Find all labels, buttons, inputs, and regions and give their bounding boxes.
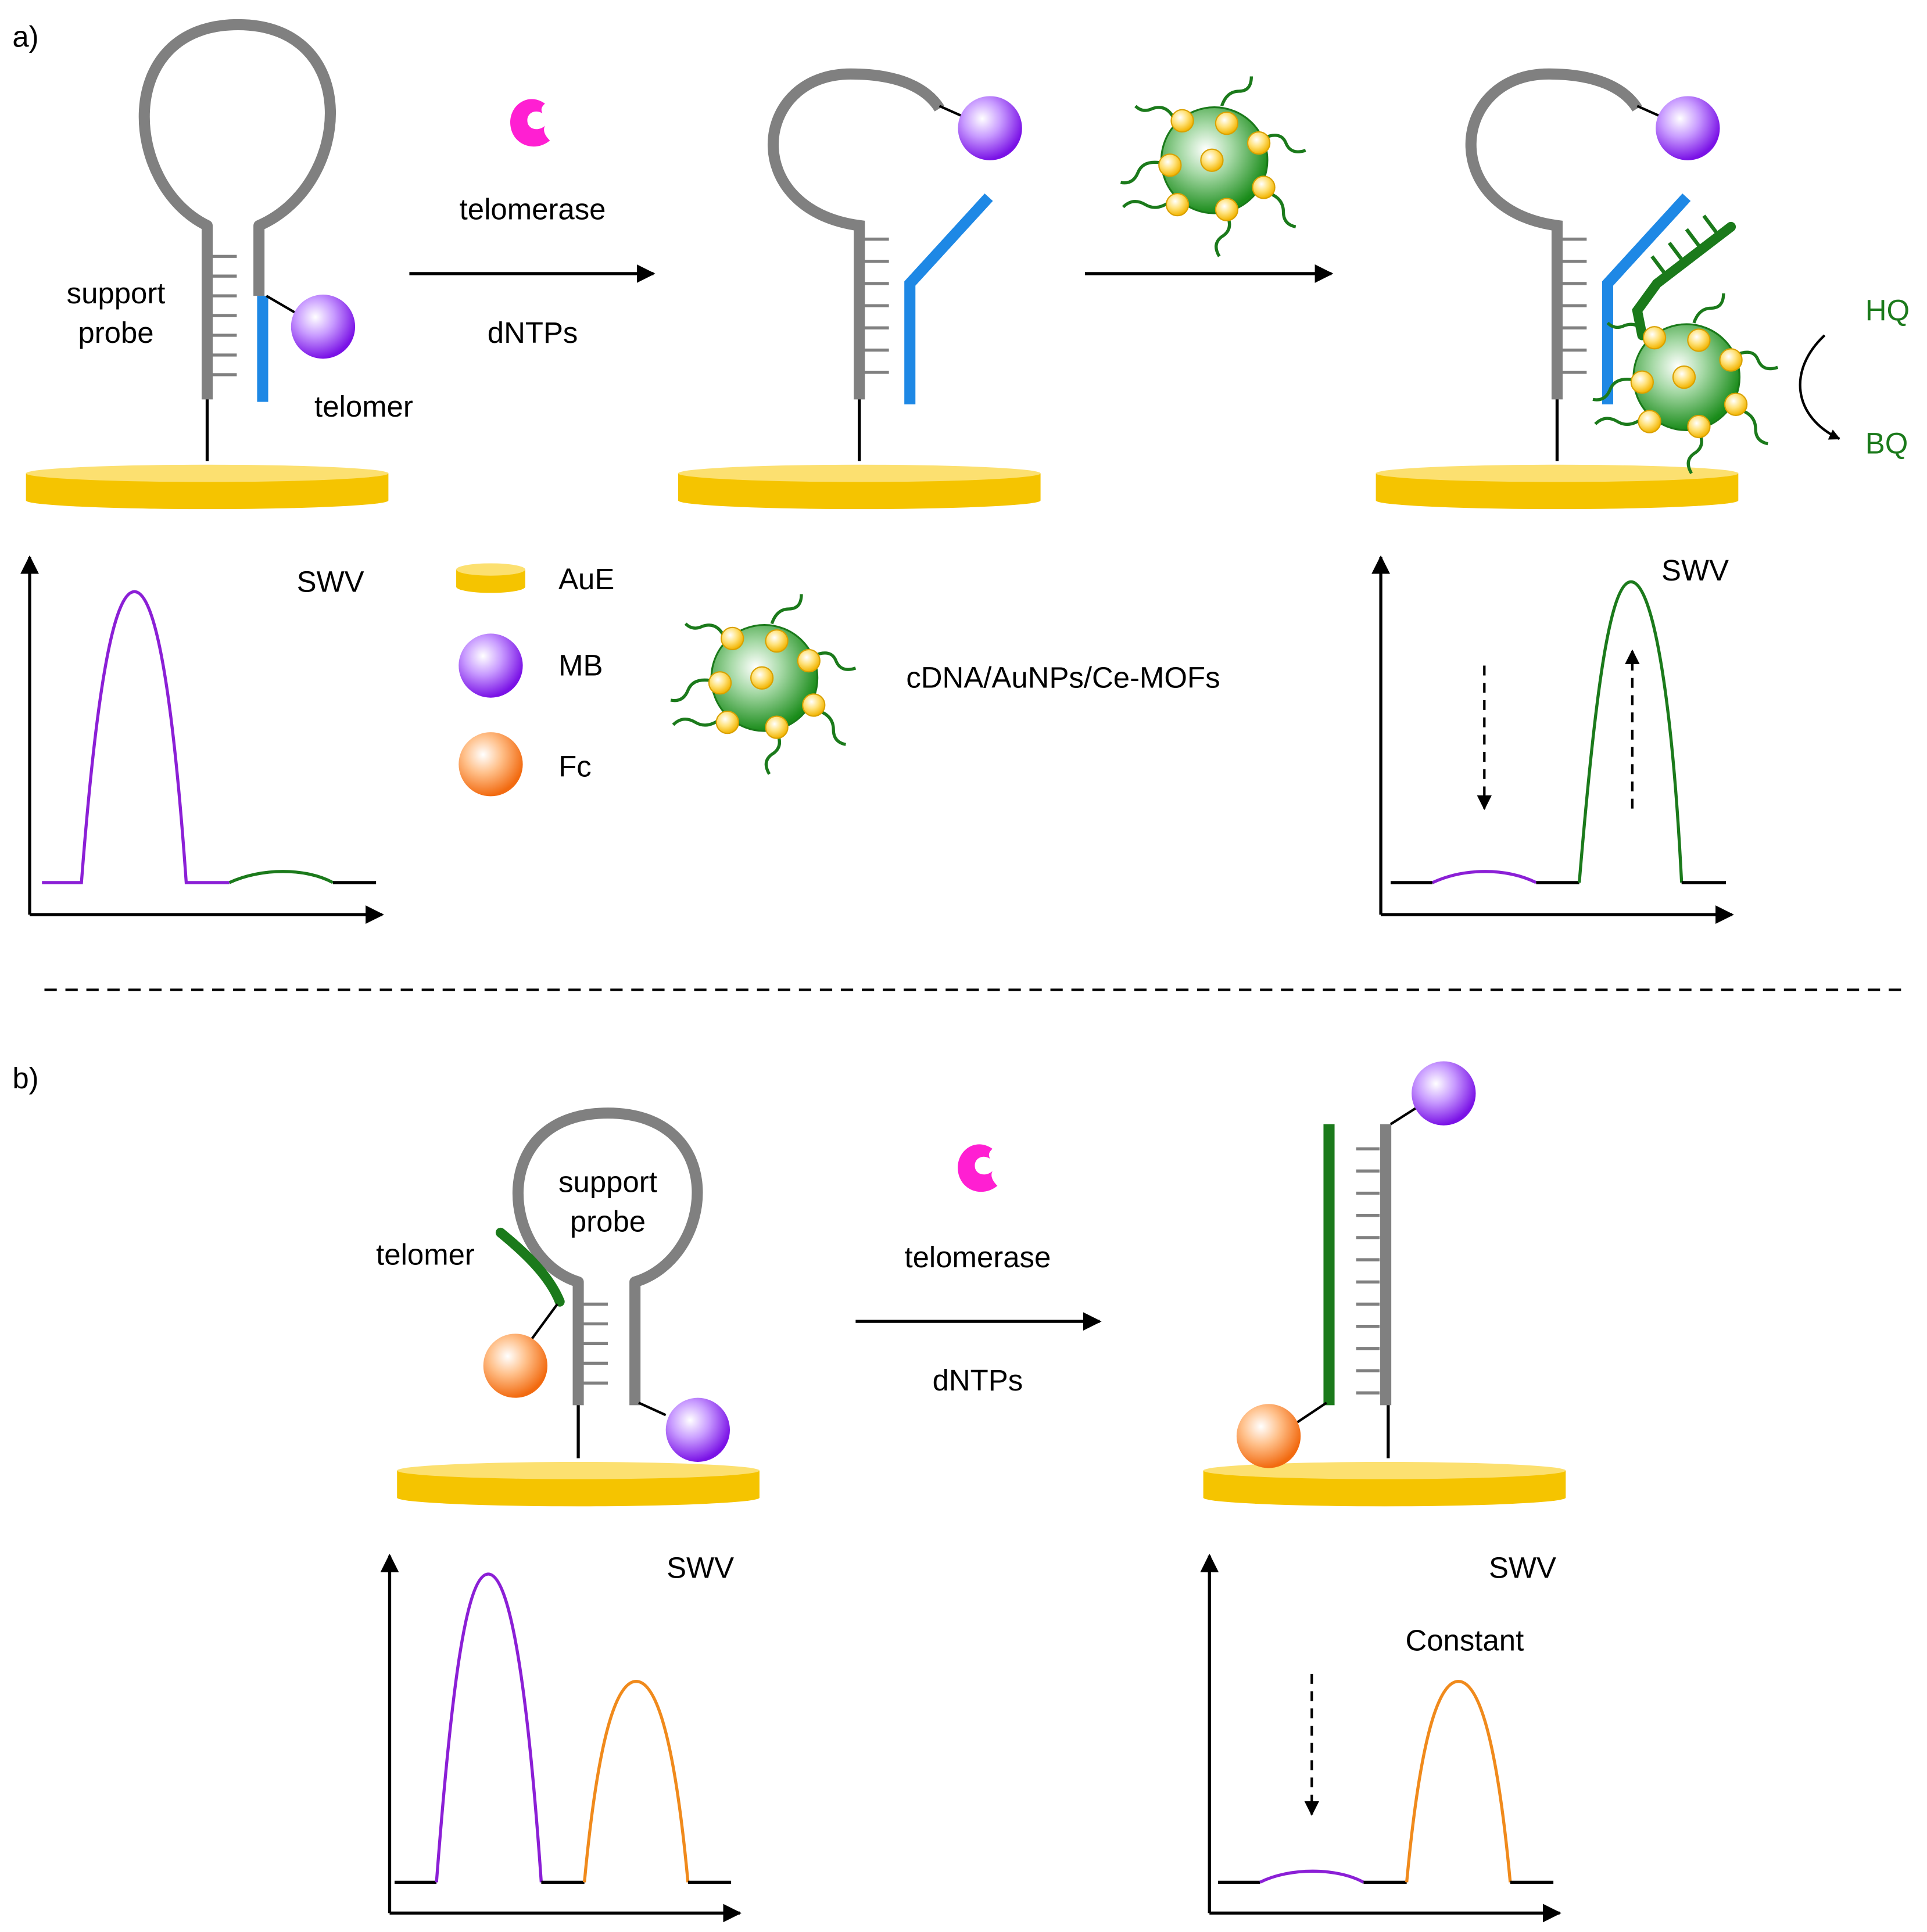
stage-b1-probe: support probe telomer xyxy=(376,1107,760,1507)
reaction-arrow-a1: telomerase dNTPs xyxy=(409,99,656,349)
methylene-blue-sphere-icon xyxy=(459,633,523,698)
reaction-b-bottom-label: dNTPs xyxy=(933,1364,1023,1397)
stage-a3-hybridized: HQ BQ xyxy=(1376,68,1910,510)
legend: AuE MB Fc cDNA/AuNPs/Ce-MOFs xyxy=(456,562,1220,797)
panel-b-label: b) xyxy=(12,1062,38,1095)
reaction-b-top-label: telomerase xyxy=(904,1241,1051,1274)
telomerase-enzyme-icon xyxy=(958,1144,998,1192)
mb-peak-curve xyxy=(42,590,230,884)
mof-nanoparticle-icon xyxy=(1120,77,1305,257)
reaction-a1-top-label: telomerase xyxy=(460,193,606,226)
reaction-a1-bottom-label: dNTPs xyxy=(488,316,578,349)
legend-fc-label: Fc xyxy=(558,750,592,783)
fc-sphere-icon xyxy=(483,1334,548,1398)
gold-electrode-icon xyxy=(456,563,525,593)
bq-label: BQ xyxy=(1865,427,1908,460)
swv-label: SWV xyxy=(1489,1551,1556,1584)
mb-sphere-icon xyxy=(665,1397,730,1462)
mb-sphere-icon xyxy=(291,295,356,359)
gold-electrode-icon xyxy=(26,464,389,510)
reaction-arrow-a2 xyxy=(1084,77,1334,283)
hq-label: HQ xyxy=(1865,294,1910,327)
support-probe-label-line1: support xyxy=(67,277,166,310)
support-probe-label-line2: probe xyxy=(78,316,153,349)
mb-sphere-icon xyxy=(958,96,1022,160)
swv-plot-a-left: SWV xyxy=(20,555,384,924)
mb-peak-curve xyxy=(1432,870,1537,884)
swv-plot-b-right: SWV Constant xyxy=(1200,1551,1561,1923)
constant-label: Constant xyxy=(1405,1624,1524,1657)
stage-a2-opened-probe xyxy=(678,68,1041,510)
ferrocene-sphere-icon xyxy=(459,732,523,797)
support-probe-label-line2: probe xyxy=(570,1205,646,1238)
legend-composite-label: cDNA/AuNPs/Ce-MOFs xyxy=(906,661,1220,694)
stage-a1-probe: support probe telomer xyxy=(26,19,413,510)
telomer-label: telomer xyxy=(376,1238,475,1271)
gold-electrode-icon xyxy=(397,1461,760,1507)
swv-plot-a-right: SWV xyxy=(1371,554,1734,924)
panel-a-label: a) xyxy=(12,20,38,53)
swv-label: SWV xyxy=(1661,554,1729,587)
mof-nanoparticle-icon xyxy=(671,594,855,775)
swv-label: SWV xyxy=(667,1551,734,1584)
telomer-label: telomer xyxy=(314,390,413,423)
hq-peak-curve xyxy=(1577,580,1684,883)
gold-electrode-icon xyxy=(1203,1461,1566,1507)
mb-peak-curve xyxy=(1259,1869,1364,1884)
hq-peak-curve xyxy=(228,870,334,884)
legend-mb-label: MB xyxy=(558,649,603,682)
mb-sphere-icon xyxy=(1656,96,1720,160)
legend-aue-label: AuE xyxy=(558,562,614,596)
mb-peak-curve xyxy=(435,1572,543,1883)
swv-label: SWV xyxy=(297,565,364,598)
mof-nanoparticle-icon xyxy=(1593,293,1778,474)
fc-peak-curve xyxy=(583,1679,690,1883)
fc-sphere-icon xyxy=(1236,1404,1301,1468)
support-probe-label-line1: support xyxy=(558,1165,657,1198)
gold-electrode-icon xyxy=(678,464,1041,510)
mb-sphere-icon xyxy=(1412,1061,1476,1125)
swv-plot-b-left: SWV xyxy=(380,1551,742,1923)
telomerase-enzyme-icon xyxy=(510,99,550,147)
fc-peak-curve xyxy=(1405,1679,1512,1883)
stage-b2-duplex xyxy=(1203,1061,1566,1507)
reaction-arrow-b: telomerase dNTPs xyxy=(855,1144,1102,1397)
gold-electrode-icon xyxy=(1376,464,1739,510)
